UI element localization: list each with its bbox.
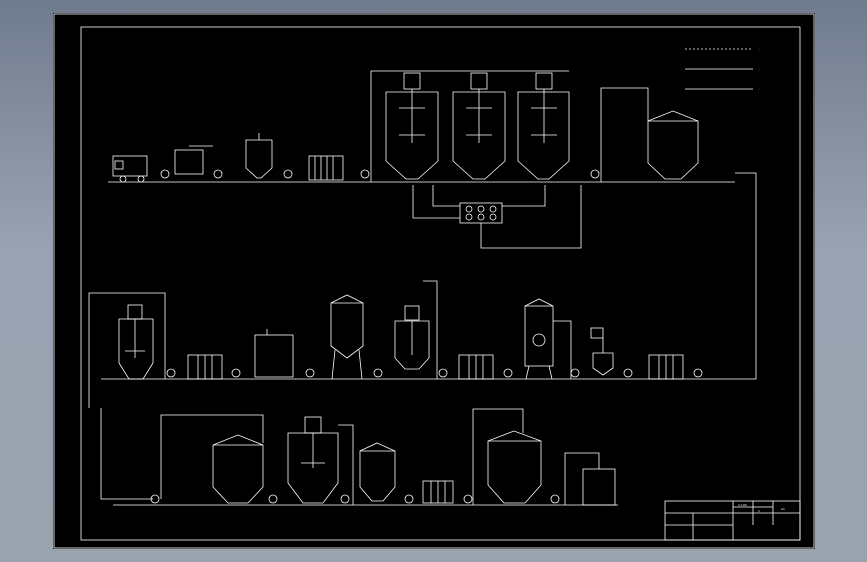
pump <box>166 368 176 378</box>
legend-label: ·· · <box>758 47 762 51</box>
agitator-tank <box>394 320 430 370</box>
mixing-tank <box>385 72 439 180</box>
box-tank <box>254 334 294 378</box>
pump <box>213 169 223 179</box>
pump <box>283 169 293 179</box>
process-row-1 <box>108 70 735 249</box>
agitator-tank <box>118 318 154 380</box>
pump <box>503 368 513 378</box>
legend-label: ·· · <box>758 87 762 91</box>
process-flow-diagram: ·· · ·· · ·· · <box>53 13 815 549</box>
transfer-pipe <box>735 172 757 380</box>
scale-text: 1:100 <box>738 503 747 507</box>
process-row-3 <box>113 408 618 506</box>
storage-tank <box>647 120 699 180</box>
tanker-truck <box>112 155 148 177</box>
mixing-tank <box>452 72 506 180</box>
pump <box>404 494 414 504</box>
pump <box>231 368 241 378</box>
sheet-text: 1 <box>758 509 760 513</box>
pump <box>160 169 170 179</box>
header-pipe <box>370 70 569 182</box>
pump <box>623 368 633 378</box>
pump <box>590 169 600 179</box>
pump <box>550 494 560 504</box>
outer-border <box>53 13 815 549</box>
filter-press <box>308 155 344 181</box>
pump <box>305 368 315 378</box>
pump <box>693 368 703 378</box>
pump <box>268 494 278 504</box>
pump <box>340 494 350 504</box>
pump <box>360 169 370 179</box>
mixing-tank <box>517 72 570 180</box>
pump <box>150 494 160 504</box>
tall-tank <box>330 302 364 359</box>
inner-border <box>80 26 801 541</box>
legend: ·· · ·· · ·· · <box>685 47 762 91</box>
transfer-pipe <box>100 408 153 500</box>
process-row-2 <box>88 280 735 408</box>
drawing-viewport[interactable]: ·· · ·· · ·· · <box>53 13 815 549</box>
legend-label: ·· · <box>758 67 762 71</box>
filter-unit <box>174 149 204 175</box>
column-tank <box>524 305 554 367</box>
separator <box>592 352 614 376</box>
title-block: 1:100 1 A1 <box>664 500 801 541</box>
heat-tank <box>245 139 273 179</box>
storage-tank <box>359 450 396 502</box>
pump <box>570 368 580 378</box>
pump <box>438 368 448 378</box>
storage-tank <box>212 444 264 504</box>
agitator-tank <box>287 432 339 504</box>
pump <box>373 368 383 378</box>
pump <box>463 494 473 504</box>
product-box <box>582 468 616 506</box>
storage-tank <box>487 440 542 504</box>
size-text: A1 <box>781 507 785 511</box>
